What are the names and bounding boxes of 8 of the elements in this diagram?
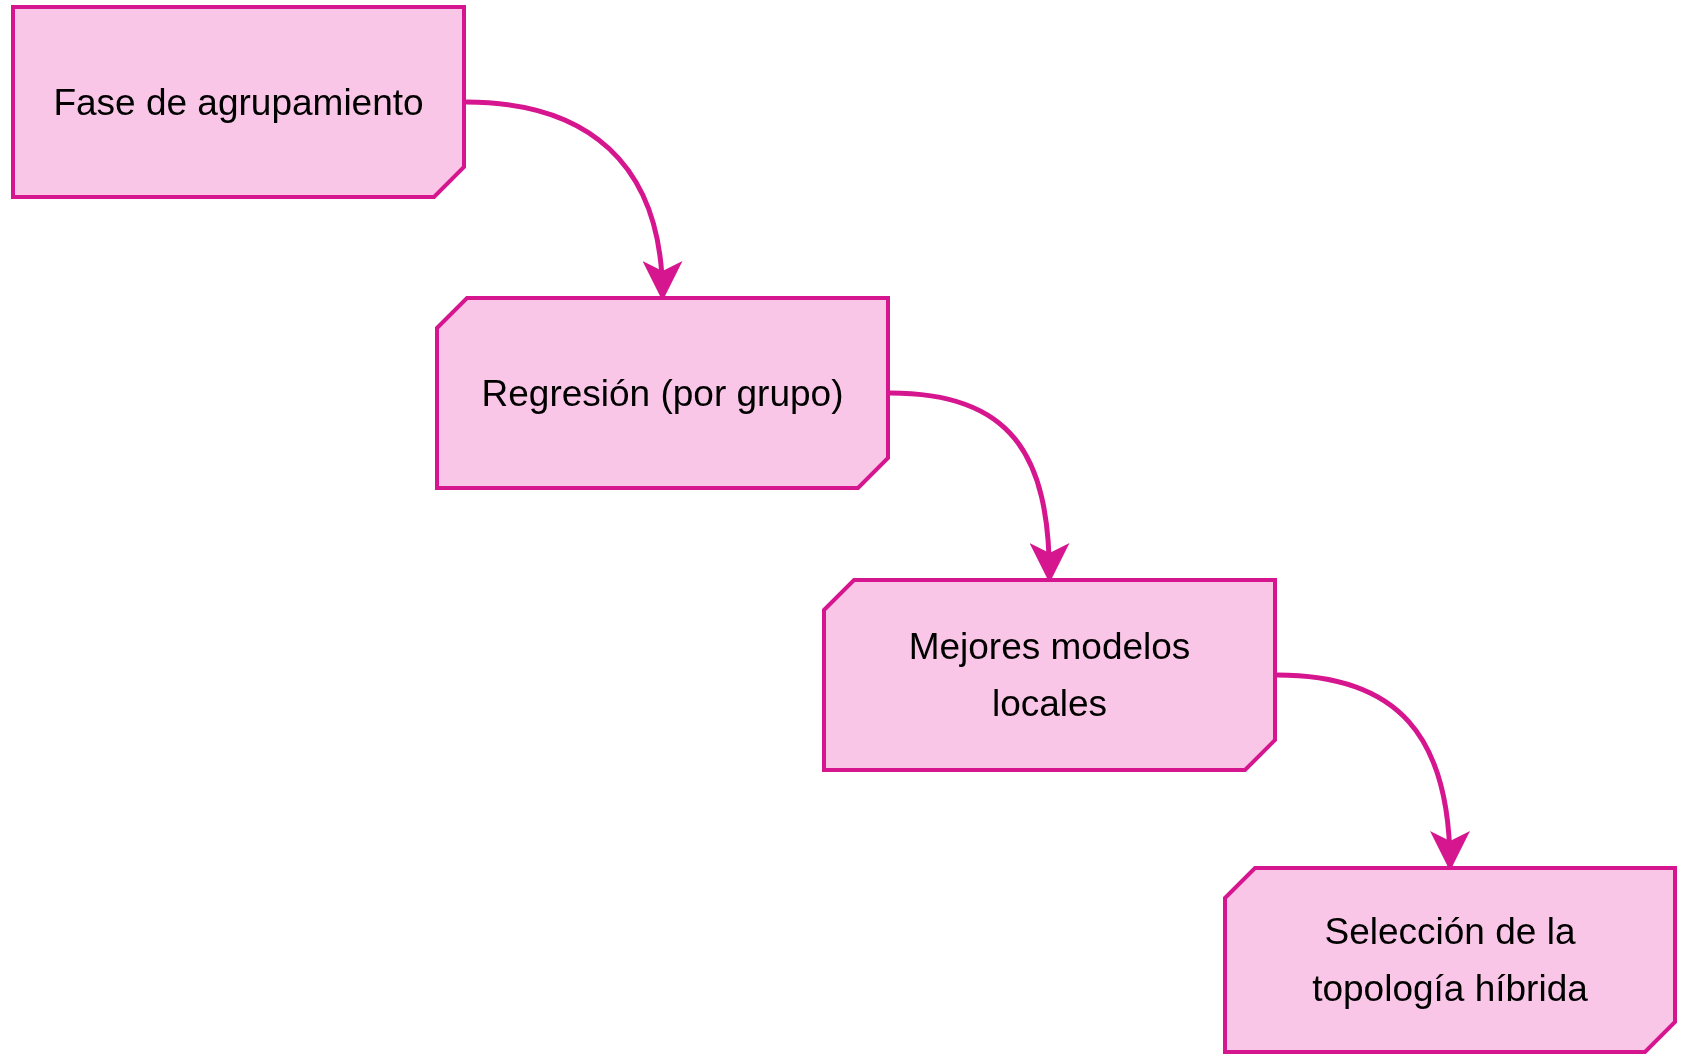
box-label: Selección de la topología híbrida	[1311, 910, 1589, 1011]
process-box	[11, 5, 466, 199]
process-box	[1223, 866, 1677, 1054]
process-box	[435, 296, 890, 490]
process-box	[822, 578, 1277, 772]
box-label: Fase de agrupamiento	[53, 80, 424, 125]
box-label: Mejores modelos locales	[907, 625, 1192, 726]
box-label: Regresión (por grupo)	[481, 371, 844, 416]
